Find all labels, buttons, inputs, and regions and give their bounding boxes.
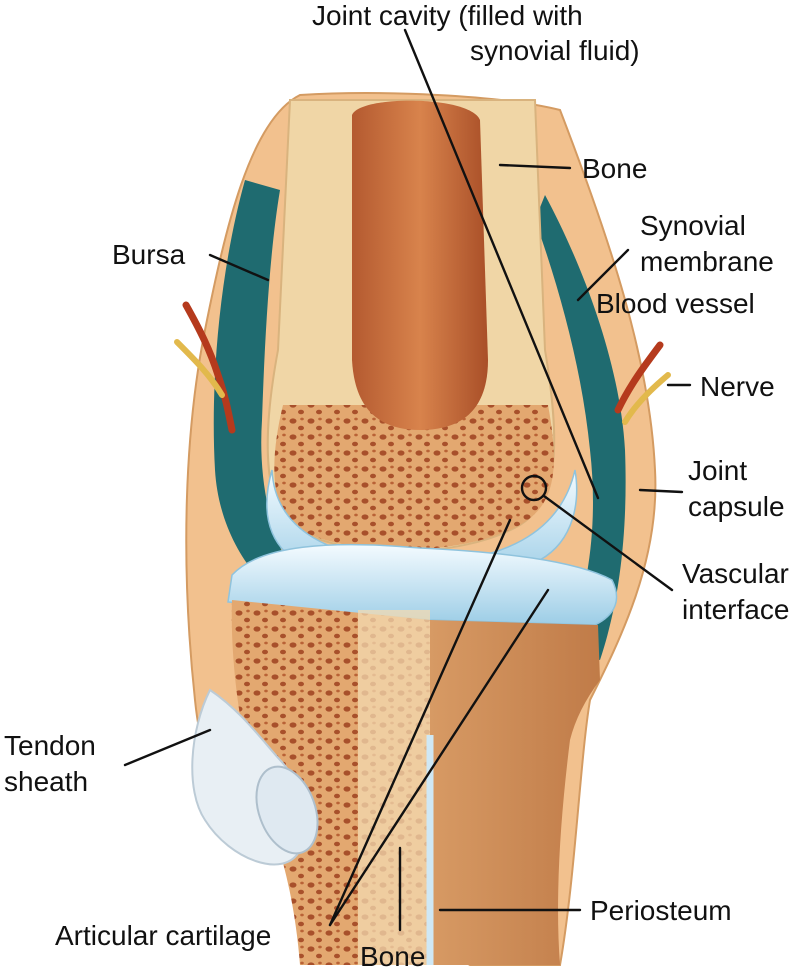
label-vascular-line2: interface xyxy=(682,594,789,625)
synovial-cavity-right xyxy=(535,195,626,660)
label-bursa: Bursa xyxy=(112,239,186,270)
marrow-cavity xyxy=(352,100,488,430)
leader-synovial xyxy=(576,248,630,302)
lower-bone-cortex xyxy=(358,610,430,965)
vascular-interface-marker xyxy=(520,474,548,502)
label-vascular-line1: Vascular xyxy=(682,558,789,589)
leader-tendon xyxy=(123,728,212,767)
label-blood-vessel: Blood vessel xyxy=(596,288,755,319)
label-tendon-line2: sheath xyxy=(4,766,88,797)
tendon-cut-end xyxy=(255,765,319,855)
label-bone-top: Bone xyxy=(582,153,647,184)
label-joint-cavity-line2: synovial fluid) xyxy=(470,35,640,66)
nerve-right xyxy=(622,372,671,425)
nerve-left xyxy=(174,339,225,398)
label-joint-capsule-line2: capsule xyxy=(688,491,785,522)
label-nerve: Nerve xyxy=(700,371,775,402)
upper-spongy-bone xyxy=(274,405,554,550)
label-joint-cavity-line1: Joint cavity (filled with xyxy=(312,0,583,31)
leader-joint-capsule xyxy=(638,488,684,494)
label-synovial-line2: membrane xyxy=(640,246,774,277)
label-tendon-line1: Tendon xyxy=(4,730,96,761)
label-bone-bottom: Bone xyxy=(360,941,425,970)
leader-bone-top xyxy=(498,163,572,170)
blood-vessel-left xyxy=(182,301,236,434)
label-periosteum: Periosteum xyxy=(590,895,732,926)
leader-cartilage-a xyxy=(328,518,512,927)
label-synovial-line1: Synovial xyxy=(640,210,746,241)
lower-articular-cartilage xyxy=(227,543,618,626)
leader-joint-cavity xyxy=(403,28,600,500)
leader-vascular xyxy=(542,494,674,592)
leader-cartilage-b xyxy=(328,588,550,927)
label-articular-cartilage: Articular cartilage xyxy=(55,920,271,951)
synovial-cavity-left xyxy=(213,180,300,585)
blood-vessel-right xyxy=(614,341,664,414)
label-joint-capsule-line1: Joint xyxy=(688,455,747,486)
leader-bursa xyxy=(208,253,270,282)
